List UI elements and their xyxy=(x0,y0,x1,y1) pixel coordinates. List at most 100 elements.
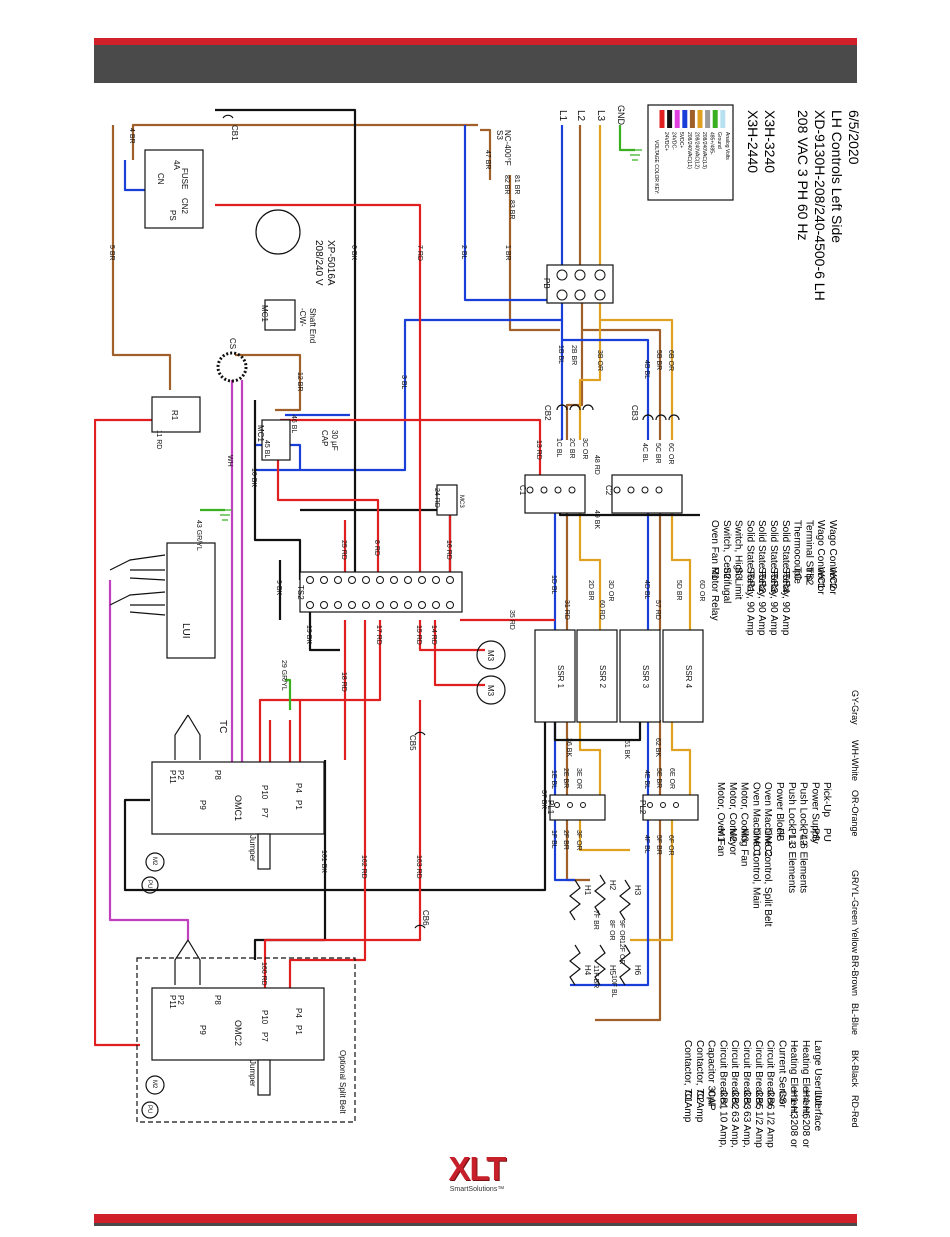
wire-label: 3B OR xyxy=(596,350,603,371)
label-h2: H2 xyxy=(608,880,617,891)
wire-label: 81 BR xyxy=(513,175,520,194)
legend-code: WC2 xyxy=(827,567,838,590)
wire-4b xyxy=(562,338,650,440)
logo-tagline: SmartSolutions™ xyxy=(449,1186,505,1193)
legend-desc: Wago Connector xyxy=(827,520,838,595)
legend-code: CS xyxy=(776,1090,787,1104)
wire-label: 5E BR xyxy=(655,768,662,788)
legend-code: WC1 xyxy=(815,567,826,590)
voltage-key-swatches xyxy=(659,110,726,128)
label-ts2: TS2 xyxy=(296,585,305,600)
label-omc2-p11: P11 xyxy=(168,995,177,1009)
terminal xyxy=(362,576,370,584)
lui-connector-fan-2 xyxy=(109,591,166,616)
voltage-key-swatch xyxy=(720,110,726,128)
legend-code: SSR1 xyxy=(744,567,755,594)
voltage-key-swatch xyxy=(705,110,711,128)
wire-6e xyxy=(670,720,692,800)
label-fuse-rating: 4A xyxy=(172,160,181,170)
terminal xyxy=(334,601,342,609)
label-s3-rating: NC-400°F xyxy=(503,130,512,166)
wire-label: 19 BK xyxy=(305,625,312,644)
wire-label: 161 BK xyxy=(320,850,327,873)
legend-desc: Current Sensor xyxy=(776,1040,787,1108)
wire-label: 10 BK xyxy=(250,468,257,487)
wire-label: 3F OR xyxy=(575,830,582,851)
legend-code: PU xyxy=(821,828,832,842)
terminal xyxy=(613,486,621,494)
color-abbrev: OR-Orange xyxy=(850,790,860,837)
legend-code: M3 xyxy=(739,828,750,842)
legend-code: C2 xyxy=(694,1090,705,1103)
wire-29gryl xyxy=(285,678,292,710)
voltage-key-label: Ground xyxy=(716,132,722,149)
wire-label: 3E OR xyxy=(575,768,582,789)
wire-label: 57 RD xyxy=(654,600,661,620)
wire-label: 6C OR xyxy=(667,443,674,464)
wire-gnd xyxy=(618,125,635,152)
legend-desc: Terminal Strip xyxy=(803,520,814,582)
current-sensor-cs xyxy=(216,351,248,383)
wire-label: 35 RD xyxy=(508,610,515,630)
wire-5br xyxy=(111,125,172,390)
wire-7rd xyxy=(215,203,422,580)
terminal xyxy=(306,576,314,584)
wire-47br xyxy=(480,128,492,180)
legend-desc: Circuit Breaker, 63 Amp, Heating Element… xyxy=(729,1040,740,1148)
mc3-connector xyxy=(436,484,458,516)
label-c1: C1 xyxy=(518,485,527,496)
wire-6bk xyxy=(215,108,357,580)
voltage-key-swatch xyxy=(682,110,688,128)
label-tc: TC xyxy=(217,720,228,733)
label-pl1: PL1 xyxy=(546,800,555,815)
label-omc1-p7: P7 xyxy=(260,808,269,818)
voltage-key-label: Analog Volts xyxy=(724,132,730,160)
wire-label: 24 RD xyxy=(433,488,440,508)
terminal xyxy=(418,576,426,584)
label-c2: C2 xyxy=(604,485,613,496)
omc1-connector-fan xyxy=(174,714,201,760)
label-cb6: CB6 xyxy=(421,910,430,926)
terminal xyxy=(306,601,314,609)
wire-17rd xyxy=(258,620,382,770)
jumper-omc2 xyxy=(257,1059,271,1096)
terminal xyxy=(655,486,663,494)
heater-zigzag-h4-h6 xyxy=(569,944,631,986)
legend-desc: Pick-Up xyxy=(821,782,832,817)
legend-desc: Solid State Relay, 90 Amp xyxy=(756,520,767,636)
legend-desc: Push Lock, 4-6 Elements xyxy=(798,782,809,893)
terminal xyxy=(376,576,384,584)
wire-label: 12 BR xyxy=(296,372,303,391)
wire-label: 17 RD xyxy=(375,625,382,645)
label-pu-omc2: PU xyxy=(146,1105,152,1113)
wire-2bl xyxy=(463,125,562,302)
color-abbrev: GR/YL-Green Yellow xyxy=(850,870,860,954)
wire-label: 1 BR xyxy=(504,245,511,261)
legend-code: OMC1 xyxy=(750,828,761,857)
wire-label: 9F OR xyxy=(618,920,625,941)
motor-m3-upper xyxy=(476,640,506,670)
wire-10bk xyxy=(253,400,302,580)
wire-label: 11F BR xyxy=(592,965,599,988)
lui-connector-fan-1 xyxy=(109,554,166,581)
label-mc3: MC3 xyxy=(458,495,464,508)
label-pl2: PL2 xyxy=(638,800,647,815)
label-omc2-p8: P8 xyxy=(213,995,222,1005)
wire-label: 46 BL xyxy=(290,415,297,433)
title-line-3: LH Controls Left Side xyxy=(829,110,845,243)
label-h4: H4 xyxy=(583,965,592,976)
terminal xyxy=(432,601,440,609)
wire-1f xyxy=(553,820,575,882)
wire-162rd xyxy=(288,620,367,995)
legend-desc: Oven Machine Control, Main xyxy=(750,782,761,909)
omc1-box xyxy=(151,761,325,835)
legend-desc: Heating Element, 208 or 240 VAC, 4500 W xyxy=(800,1040,811,1148)
label-s3: S3 xyxy=(495,130,504,140)
legend-desc: Large User Interface xyxy=(812,1040,823,1132)
wire-3e xyxy=(578,720,602,800)
wire-label: 6E OR xyxy=(668,768,675,789)
wire-label: 16 RD xyxy=(445,540,452,560)
wire-label: 11 RD xyxy=(155,430,162,449)
terminal xyxy=(348,576,356,584)
label-omc2-p10: P10 xyxy=(260,1010,269,1025)
